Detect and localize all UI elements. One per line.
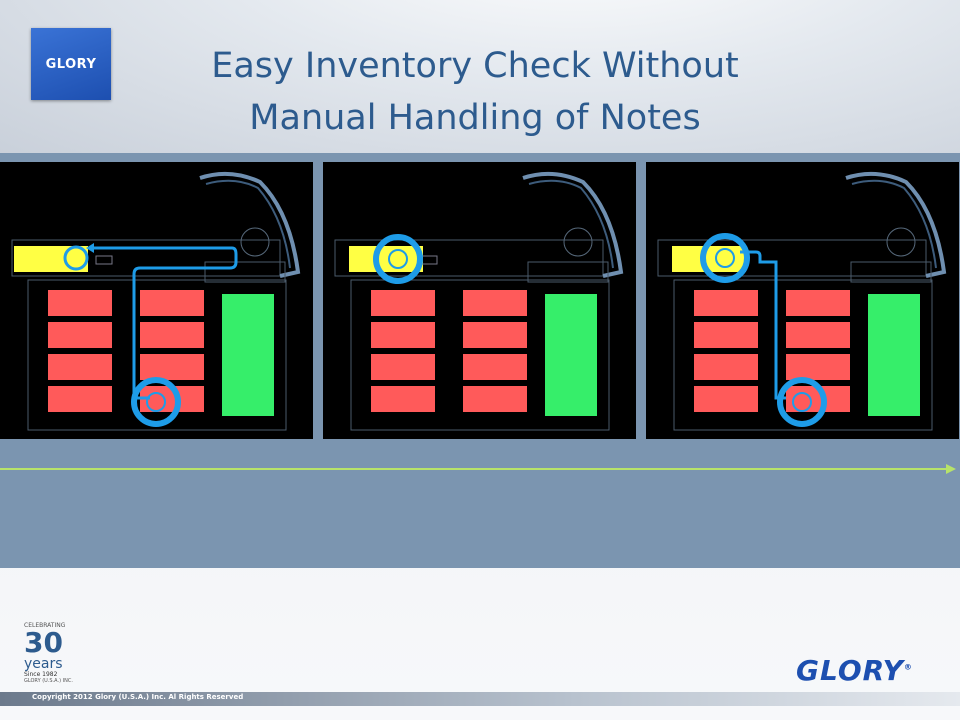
copyright-bar: Copyright 2012 Glory (U.S.A.) Inc. Al Ri…	[0, 692, 960, 706]
note-stacks-middle	[140, 290, 204, 412]
timeline-arrow	[0, 468, 950, 470]
pick-circle	[373, 234, 423, 284]
glory-footer-logo: GLORY®	[796, 654, 913, 687]
cassette-circle	[777, 377, 827, 427]
timeline-arrowhead	[946, 464, 956, 474]
transport-path	[90, 246, 238, 400]
path-arrowhead	[86, 243, 94, 253]
machine-panel-3	[646, 162, 959, 439]
anniversary-badge: CELEBRATING 30 years Since 1982 GLORY (U…	[24, 622, 73, 684]
title-line-1: Easy Inventory Check Without	[211, 46, 739, 86]
pick-circle	[63, 245, 89, 271]
slide-title: Easy Inventory Check Without Manual Hand…	[150, 40, 800, 144]
copyright-text: Copyright 2012 Glory (U.S.A.) Inc. Al Ri…	[32, 693, 244, 701]
note-stacks-left	[48, 290, 112, 412]
pick-circle	[700, 233, 750, 283]
header-background	[0, 0, 960, 155]
cassette-circle	[131, 377, 181, 427]
glory-logo: GLORY	[31, 28, 111, 100]
machine-panel-1	[0, 162, 313, 439]
title-line-2: Manual Handling of Notes	[249, 98, 701, 138]
machine-outline	[11, 171, 301, 431]
machine-panel-2	[323, 162, 636, 439]
reject-stack-green	[222, 294, 274, 416]
feed-slot	[95, 255, 113, 265]
